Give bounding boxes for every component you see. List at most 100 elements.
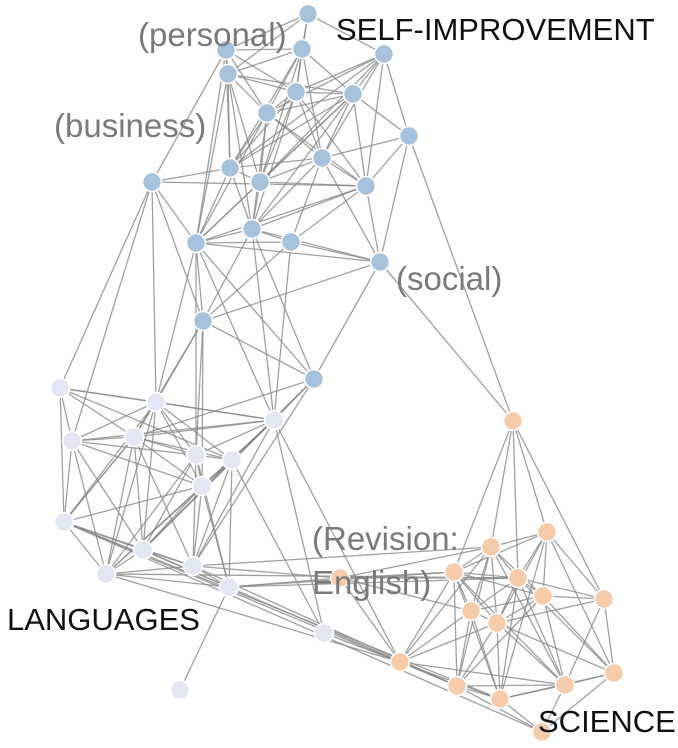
node-self-improvement xyxy=(249,171,271,193)
edge xyxy=(195,242,381,263)
node-science xyxy=(603,662,625,684)
edge xyxy=(229,167,253,230)
edge xyxy=(251,185,367,230)
node-self-improvement xyxy=(219,157,241,179)
node-science xyxy=(460,600,482,622)
edge xyxy=(195,242,315,380)
node-self-improvement xyxy=(192,310,214,332)
node-self-improvement xyxy=(217,63,239,85)
edge xyxy=(251,228,381,263)
label-languages: LANGUAGES xyxy=(7,602,200,637)
edge xyxy=(339,571,455,579)
edge xyxy=(71,436,135,442)
edge xyxy=(71,440,197,456)
node-science xyxy=(554,674,576,696)
node-languages xyxy=(185,444,207,466)
edge xyxy=(379,261,514,422)
edge xyxy=(490,546,498,624)
node-science xyxy=(489,688,511,710)
edge xyxy=(192,454,197,567)
edge xyxy=(195,73,229,244)
edge xyxy=(251,93,354,230)
edge xyxy=(63,440,73,523)
edge xyxy=(383,53,410,137)
edge xyxy=(321,157,381,263)
edge xyxy=(339,577,401,663)
edge xyxy=(227,73,231,169)
edge xyxy=(512,420,605,600)
label-social: (social) xyxy=(396,260,503,297)
edge xyxy=(273,419,401,663)
edge xyxy=(231,459,325,634)
edge xyxy=(105,436,135,575)
edge xyxy=(301,48,354,95)
edge xyxy=(453,571,498,624)
edge xyxy=(259,53,385,183)
edge xyxy=(456,622,498,687)
edge xyxy=(105,401,157,575)
edge xyxy=(512,420,519,579)
node-self-improvement xyxy=(285,81,307,103)
edge xyxy=(365,53,385,187)
edge xyxy=(251,91,297,230)
edge xyxy=(259,91,297,183)
edge xyxy=(71,401,157,442)
node-languages xyxy=(191,475,213,497)
node-self-improvement xyxy=(185,232,207,254)
edge xyxy=(227,73,297,93)
node-languages xyxy=(132,539,154,561)
node-self-improvement xyxy=(373,43,395,65)
edge xyxy=(227,48,303,75)
edge xyxy=(228,459,233,588)
edge xyxy=(195,242,204,322)
edge xyxy=(133,436,233,461)
node-science xyxy=(502,410,524,432)
label-science: SCIENCE xyxy=(538,704,676,739)
node-self-improvement xyxy=(311,147,333,169)
edge xyxy=(195,49,227,244)
edge xyxy=(496,622,566,686)
node-science xyxy=(531,721,553,743)
edge xyxy=(313,261,381,380)
node-languages xyxy=(182,555,204,577)
edge xyxy=(155,401,203,487)
edge xyxy=(195,242,275,421)
edge xyxy=(251,228,315,380)
edge xyxy=(541,672,615,733)
edge xyxy=(71,440,203,487)
edge xyxy=(192,378,315,567)
edge xyxy=(517,577,605,600)
edge xyxy=(227,73,253,230)
edge xyxy=(408,135,514,422)
node-science xyxy=(446,675,468,697)
edge xyxy=(225,13,309,51)
edge xyxy=(151,181,157,403)
edge xyxy=(195,419,275,456)
node-self-improvement xyxy=(303,368,325,390)
edge xyxy=(379,135,410,263)
node-self-improvement xyxy=(256,102,278,124)
edge xyxy=(151,181,204,322)
edge xyxy=(546,531,605,600)
node-languages xyxy=(218,576,240,598)
edge xyxy=(453,571,544,597)
edge xyxy=(192,546,492,567)
node-self-improvement xyxy=(342,83,364,105)
edge xyxy=(155,242,197,403)
edge xyxy=(195,167,231,244)
edge xyxy=(512,420,548,533)
edge xyxy=(229,157,323,169)
edge xyxy=(133,436,144,551)
edge xyxy=(456,684,566,687)
edge xyxy=(155,401,197,456)
edge xyxy=(496,622,501,700)
node-languages xyxy=(95,563,117,585)
edge xyxy=(603,598,615,674)
node-layer xyxy=(49,3,625,743)
edge xyxy=(307,13,385,55)
node-languages xyxy=(49,377,71,399)
node-self-improvement xyxy=(398,125,420,147)
edge xyxy=(251,228,275,421)
edge xyxy=(496,622,615,674)
node-languages xyxy=(53,511,75,533)
